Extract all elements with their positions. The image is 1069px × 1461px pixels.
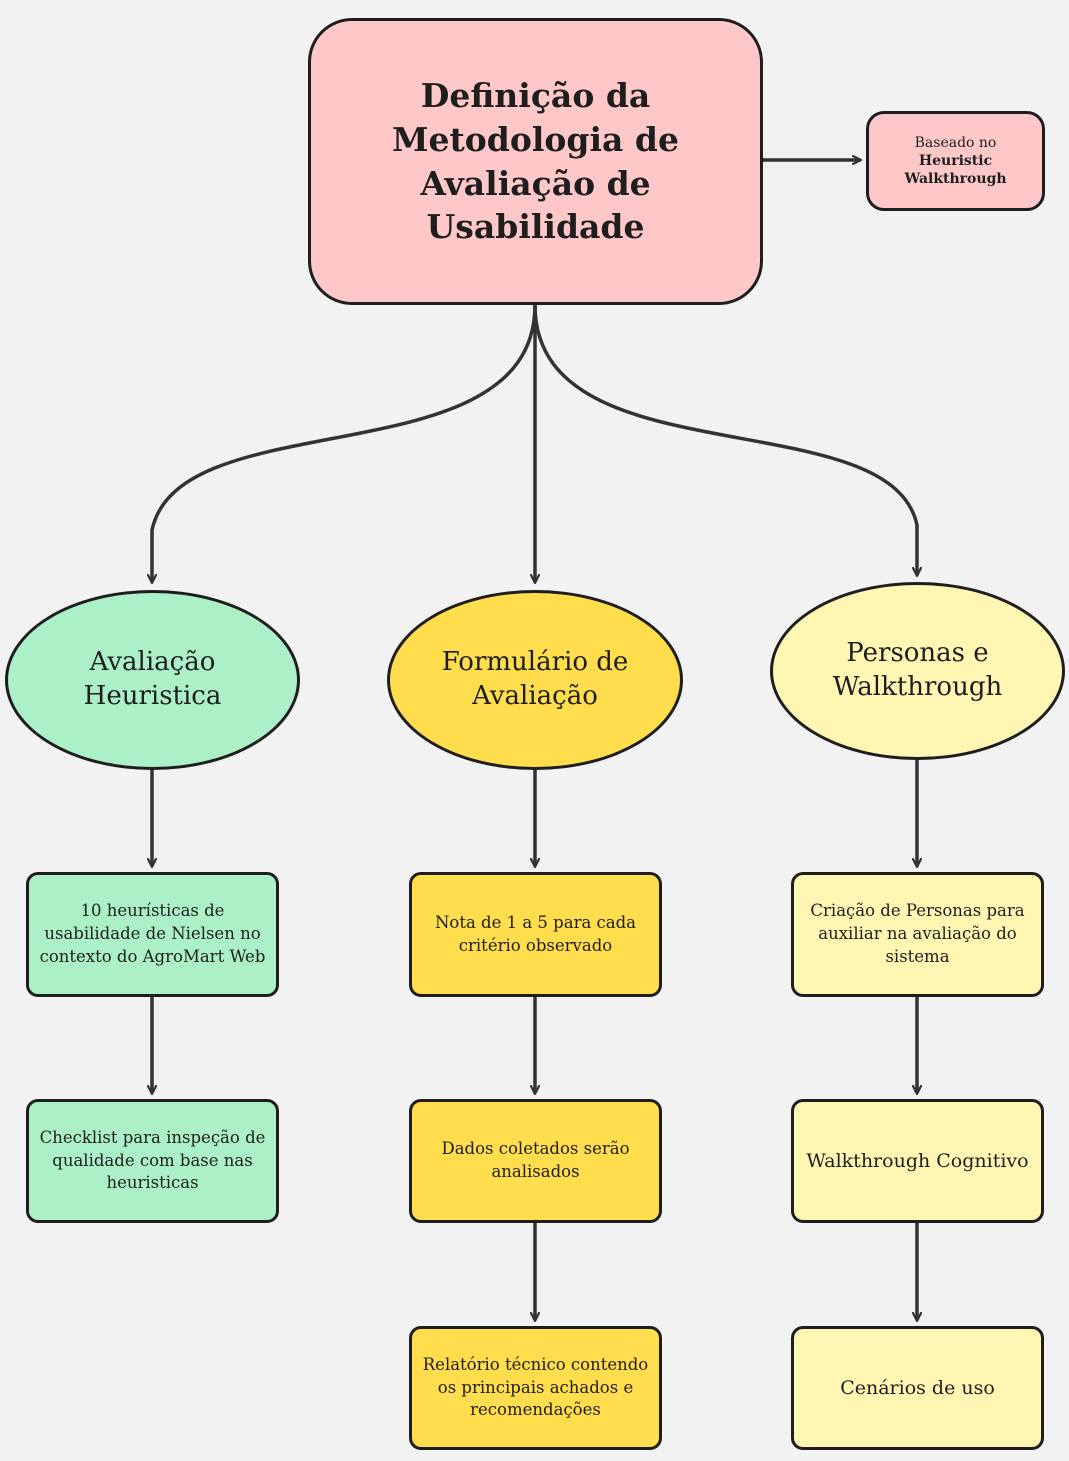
arrow-title-to-heuristic: [152, 304, 537, 582]
arrow-title-to-personas: [533, 304, 917, 575]
form-node: Formulário de Avaliação: [387, 590, 683, 770]
form-step-2: Dados coletados serão analisados: [409, 1099, 662, 1223]
personas-node: Personas e Walkthrough: [770, 582, 1065, 760]
form-step-1: Nota de 1 a 5 para cada critério observa…: [409, 872, 662, 997]
note-bold: Heuristic Walkthrough: [904, 152, 1007, 188]
personas-step-1: Criação de Personas para auxiliar na ava…: [791, 872, 1044, 997]
heuristic-label: Avaliação Heuristica: [83, 647, 222, 711]
note-text: Baseado no Heuristic Walkthrough: [877, 134, 1034, 189]
personas-label: Personas e Walkthrough: [832, 638, 1003, 702]
form-step-3-text: Relatório técnico contendo os principais…: [422, 1354, 649, 1420]
title-node: Definição da Metodologia de Avaliação de…: [308, 18, 763, 305]
form-step-3: Relatório técnico contendo os principais…: [409, 1326, 662, 1450]
form-step-1-text: Nota de 1 a 5 para cada critério observa…: [434, 912, 637, 955]
form-step-2-text: Dados coletados serão analisados: [441, 1139, 630, 1181]
form-label: Formulário de Avaliação: [441, 647, 629, 711]
heuristic-step-2: Checklist para inspeção de qualidade com…: [26, 1099, 279, 1223]
title-text: Definição da Metodologia de Avaliação de…: [392, 75, 679, 247]
personas-step-3-text: Cenários de uso: [840, 1376, 995, 1399]
heuristic-step-1-text: 10 heurísticas de usabilidade de Nielsen…: [39, 901, 266, 966]
heuristic-step-2-text: Checklist para inspeção de qualidade com…: [39, 1127, 266, 1193]
note-node: Baseado no Heuristic Walkthrough: [866, 111, 1045, 211]
heuristic-node: Avaliação Heuristica: [5, 590, 300, 770]
personas-step-2: Walkthrough Cognitivo: [791, 1099, 1044, 1223]
note-prefix: Baseado no: [914, 134, 997, 151]
heuristic-step-1: 10 heurísticas de usabilidade de Nielsen…: [26, 872, 279, 997]
personas-step-2-text: Walkthrough Cognitivo: [806, 1149, 1029, 1172]
personas-step-3: Cenários de uso: [791, 1326, 1044, 1450]
personas-step-1-text: Criação de Personas para auxiliar na ava…: [810, 901, 1025, 966]
